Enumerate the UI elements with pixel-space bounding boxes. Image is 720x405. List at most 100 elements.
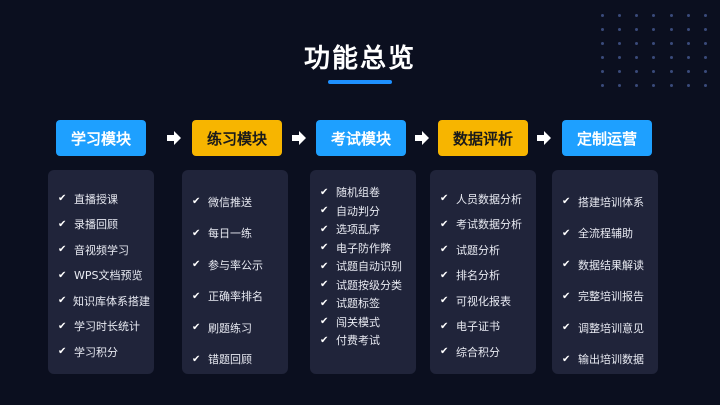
check-icon: ✔ [58, 244, 67, 256]
decorative-dot [618, 55, 622, 59]
check-icon: ✔ [192, 196, 201, 208]
feature-list: ✔人员数据分析✔考试数据分析✔试题分析✔排名分析✔可视化报表✔电子证书✔综合积分 [440, 186, 532, 365]
decorative-dot [686, 55, 690, 59]
feature-item: ✔知识库体系搭建 [58, 288, 150, 314]
feature-label: 自动判分 [336, 204, 380, 218]
feature-label: 考试数据分析 [456, 218, 522, 232]
check-icon: ✔ [58, 193, 67, 205]
feature-item: ✔ 学习时长统计 [58, 314, 150, 340]
feature-label: 每日一练 [208, 227, 252, 241]
decorative-dot [669, 13, 673, 17]
arrow-right-icon [165, 128, 183, 148]
feature-item: ✔正确率排名 [192, 281, 284, 313]
decorative-dot [686, 13, 690, 17]
feature-item: ✔微信推送 [192, 186, 284, 218]
feature-item: ✔ 音视频学习 [58, 237, 150, 263]
check-icon: ✔ [440, 193, 449, 205]
feature-label: WPS文档预览 [74, 269, 143, 283]
feature-item: ✔闯关模式 [320, 313, 412, 332]
decorative-dot [703, 69, 707, 73]
check-icon: ✔ [562, 227, 571, 239]
module-header-2: 练习模块 [192, 120, 282, 156]
feature-label: 试题按级分类 [336, 278, 402, 292]
decorative-dot [618, 13, 622, 17]
feature-item: ✔WPS文档预览 [58, 263, 150, 289]
decorative-dot [635, 69, 639, 73]
check-icon: ✔ [320, 242, 329, 254]
feature-item: ✔ 直播授课 [58, 186, 150, 212]
decorative-dot [703, 83, 707, 87]
feature-label: 错题回顾 [208, 353, 252, 367]
feature-list: ✔直播授课✔录播回顾✔音视频学习✔WPS文档预览✔知识库体系搭建✔学习时长统计✔… [58, 186, 150, 365]
check-icon: ✔ [58, 320, 67, 332]
decorative-dot [686, 27, 690, 31]
feature-item: ✔综合积分 [440, 339, 532, 365]
feature-label: 电子证书 [456, 320, 500, 334]
decorative-dot [601, 27, 605, 31]
feature-label: 刷题练习 [208, 321, 252, 335]
check-icon: ✔ [440, 218, 449, 230]
feature-list: ✔搭建培训体系✔全流程辅助✔数据结果解读✔完整培训报告✔调整培训意见✔输出培训数… [562, 186, 654, 375]
feature-label: 学习积分 [74, 345, 118, 359]
check-icon: ✔ [440, 295, 449, 307]
feature-label: 全流程辅助 [578, 227, 633, 241]
feature-item: ✔数据结果解读 [562, 249, 654, 281]
decorative-dot [601, 83, 605, 87]
feature-label: 闯关模式 [336, 315, 380, 329]
feature-label: 随机组卷 [336, 186, 380, 200]
feature-item: ✔试题分析 [440, 237, 532, 263]
check-icon: ✔ [192, 290, 201, 302]
decorative-dot [618, 83, 622, 87]
feature-item: ✔排名分析 [440, 263, 532, 289]
feature-item: ✔参与率公示 [192, 249, 284, 281]
decorative-dot [652, 27, 656, 31]
module-card-3: ✔随机组卷✔自动判分✔选项乱序✔电子防作弊✔试题自动识别✔试题按级分类✔试题标签… [310, 170, 416, 374]
decorative-dot [669, 69, 673, 73]
decorative-dot [703, 13, 707, 17]
feature-label: 知识库体系搭建 [73, 294, 150, 308]
decorative-dot [635, 41, 639, 45]
feature-item: ✔ 考试数据分析 [440, 212, 532, 238]
decorative-dot [703, 41, 707, 45]
check-icon: ✔ [192, 353, 201, 365]
decorative-dot [601, 13, 605, 17]
feature-label: 输出培训数据 [578, 353, 644, 367]
check-icon: ✔ [58, 346, 67, 358]
decorative-dot [686, 83, 690, 87]
feature-item: ✔试题自动识别 [320, 257, 412, 276]
module-card-5: ✔搭建培训体系✔全流程辅助✔数据结果解读✔完整培训报告✔调整培训意见✔输出培训数… [552, 170, 658, 374]
check-icon: ✔ [440, 244, 449, 256]
feature-list: ✔微信推送✔每日一练✔参与率公示✔正确率排名✔刷题练习✔错题回顾 [192, 186, 284, 375]
arrow-right-icon [290, 128, 308, 148]
check-icon: ✔ [320, 205, 329, 217]
feature-label: 试题标签 [336, 297, 380, 311]
decorative-dot [652, 69, 656, 73]
module-card-4: ✔人员数据分析✔考试数据分析✔试题分析✔排名分析✔可视化报表✔电子证书✔综合积分 [430, 170, 536, 374]
feature-label: 选项乱序 [336, 223, 380, 237]
feature-label: 学习时长统计 [74, 320, 140, 334]
feature-item: ✔ 输出培训数据 [562, 344, 654, 376]
feature-label: 试题自动识别 [336, 260, 402, 274]
module-header-3: 考试模块 [316, 120, 406, 156]
feature-label: 音视频学习 [74, 243, 129, 257]
feature-item: ✔每日一练 [192, 218, 284, 250]
feature-item: ✔ 试题按级分类 [320, 276, 412, 295]
feature-label: 直播授课 [74, 192, 118, 206]
check-icon: ✔ [320, 279, 329, 291]
feature-label: 完整培训报告 [578, 290, 644, 304]
feature-label: 人员数据分析 [456, 192, 522, 206]
feature-list: ✔随机组卷✔自动判分✔选项乱序✔电子防作弊✔试题自动识别✔试题按级分类✔试题标签… [320, 183, 412, 350]
feature-item: ✔调整培训意见 [562, 312, 654, 344]
feature-item: ✔ 完整培训报告 [562, 281, 654, 313]
decorative-dot [669, 27, 673, 31]
decorative-dot [703, 27, 707, 31]
check-icon: ✔ [562, 353, 571, 365]
decorative-dot [652, 55, 656, 59]
decorative-dot [601, 69, 605, 73]
module-header-5: 定制运营 [562, 120, 652, 156]
check-icon: ✔ [562, 290, 571, 302]
feature-item: ✔ 全流程辅助 [562, 218, 654, 250]
check-icon: ✔ [440, 346, 449, 358]
check-icon: ✔ [562, 322, 571, 334]
decorative-dot-grid [594, 8, 714, 104]
